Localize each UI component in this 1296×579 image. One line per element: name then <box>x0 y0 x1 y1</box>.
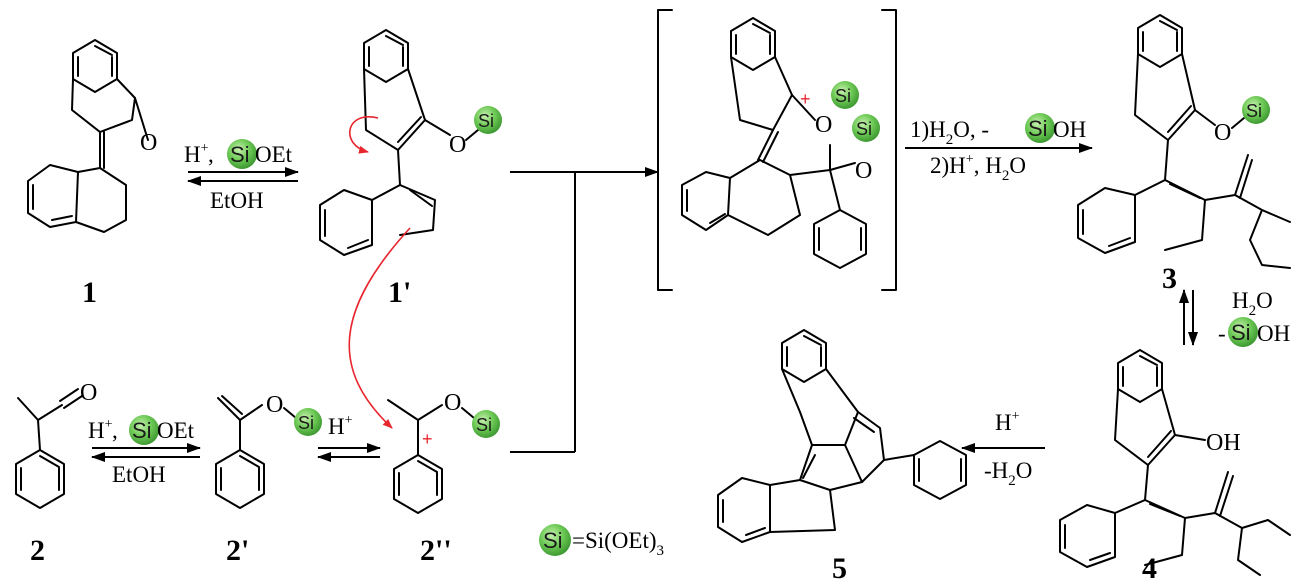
compound-1p: O Si 1' <box>319 29 502 429</box>
siloh-tail-2: OH <box>1257 321 1290 346</box>
atom-O-3: O <box>1214 120 1231 146</box>
si-sphere-2p <box>294 408 322 436</box>
compound-label-5: 5 <box>832 552 847 579</box>
si-label-2pp: Si <box>476 415 492 435</box>
si-label-3: Si <box>1246 101 1262 121</box>
compound-label-3: 3 <box>1162 262 1177 295</box>
compound-2pp: + O Si 2'' <box>387 390 500 567</box>
compound-2p: O Si 2' <box>215 392 322 567</box>
svg-text:,: , <box>208 142 214 167</box>
equilibrium-1-1p: H+ , Si OEt EtOH <box>184 139 299 213</box>
compound-1: O 1 <box>27 39 157 309</box>
compound-label-4: 4 <box>1142 552 1157 579</box>
siloh-tail-1: OH <box>1053 117 1086 142</box>
si-sphere-legend <box>539 524 571 556</box>
intermediate-bracketed: + O O Si Si <box>657 9 897 291</box>
atom-O: O <box>140 130 157 156</box>
atom-O-2pp: O <box>444 390 461 416</box>
atom-O-2: O <box>80 380 97 406</box>
compound-5: 5 <box>717 329 967 579</box>
cond-acid-1: H+ <box>184 141 209 167</box>
atom-O-int-1: O <box>815 112 832 138</box>
atom-O-int-2: O <box>855 158 872 184</box>
cond-etoh-2: EtOH <box>112 462 166 487</box>
si-label-legend: Si <box>543 528 563 553</box>
convergence-arrow <box>510 167 659 453</box>
si-sphere-reagent-2 <box>129 415 159 445</box>
cond-minus-water: -H2O <box>984 458 1032 489</box>
svg-text:,: , <box>112 418 118 443</box>
si-label-reagent-2: Si <box>132 418 152 443</box>
cond-step2: 2)H+, H2O <box>930 152 1026 184</box>
carbocation-plus-2pp: + <box>422 429 433 449</box>
si-sphere-3 <box>1242 96 1270 124</box>
equilibrium-2p-2pp: H+ <box>317 413 381 462</box>
cond-acid-4: H+ <box>995 409 1020 435</box>
cond-etoh-1: EtOH <box>210 188 264 213</box>
compound-label-2: 2 <box>30 534 45 567</box>
step-arrow-to-3: 1)H2O, - Si OH 2)H+, H2O <box>905 113 1093 184</box>
equilibrium-2-2p: H+ , Si OEt EtOH <box>88 415 201 487</box>
compound-label-2p: 2' <box>226 534 249 567</box>
compound-label-1: 1 <box>82 276 97 309</box>
legend-definition: =Si(OEt)3 <box>572 528 664 559</box>
carbocation-plus: + <box>800 89 811 109</box>
si-label-int-2: Si <box>856 119 872 139</box>
cond-step1: 1)H2O, - <box>910 117 989 148</box>
si-label-1p: Si <box>478 111 494 131</box>
equilibrium-3-4: H2O - Si OH <box>1179 288 1290 347</box>
si-label-int-1: Si <box>835 86 851 106</box>
compound-4: OH 4 <box>1059 349 1291 579</box>
cond-water: H2O <box>1232 288 1273 319</box>
si-label-reagent-1: Si <box>230 142 250 167</box>
si-sphere-int-1 <box>831 81 859 109</box>
si-label-siloh-2: Si <box>1231 320 1251 345</box>
compound-label-2pp: 2'' <box>420 534 452 567</box>
cond-acid-2: H+ <box>88 417 113 443</box>
compound-3: O Si 3 <box>1077 14 1291 295</box>
si-legend: Si =Si(OEt)3 <box>539 524 664 559</box>
si-sphere-siloh-1 <box>1025 113 1055 143</box>
si-label-2p: Si <box>298 413 314 433</box>
si-sphere-siloh-2 <box>1228 317 1258 347</box>
atom-OH-4: OH <box>1206 430 1241 456</box>
svg-text:-: - <box>1218 321 1226 346</box>
si-sphere-2pp <box>472 410 500 438</box>
compound-label-1p: 1' <box>388 276 411 309</box>
step-arrow-to-5: H+ -H2O <box>961 409 1045 489</box>
atom-O-2p: O <box>266 392 283 418</box>
si-sphere-int-2 <box>852 114 880 142</box>
si-label-siloh-1: Si <box>1028 116 1048 141</box>
si-sphere-reagent-1 <box>227 139 257 169</box>
reagent-tail-2: OEt <box>157 418 195 443</box>
atom-O-1p: O <box>449 132 466 158</box>
reagent-tail-1: OEt <box>255 142 293 167</box>
cond-acid-3: H+ <box>328 413 353 439</box>
compound-2: O 2 <box>15 380 97 567</box>
si-sphere-1p <box>474 106 502 134</box>
